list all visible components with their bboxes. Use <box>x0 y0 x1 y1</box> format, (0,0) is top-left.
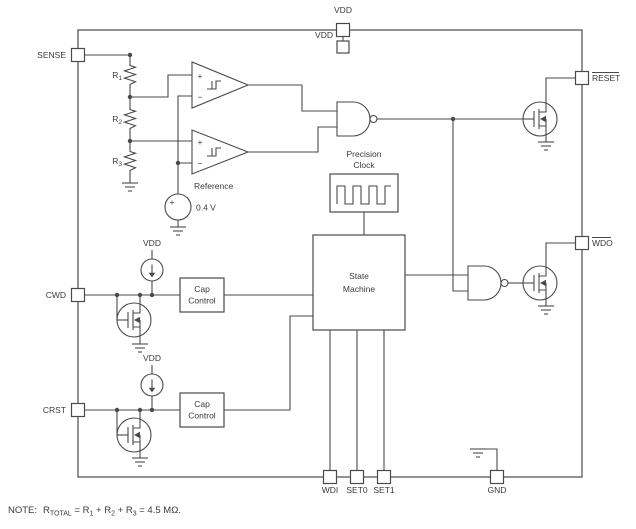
inverter-bubble <box>369 114 378 124</box>
comp2-minus-label: − <box>198 159 203 169</box>
comp1-output-wire <box>248 84 337 112</box>
cwd-pin <box>70 287 86 303</box>
comp2-output-wire <box>248 126 337 153</box>
wdi-pin-label: WDI <box>322 485 339 495</box>
cap-control-label-2: Control <box>188 296 216 306</box>
reference-label: Reference <box>194 181 233 191</box>
pins <box>70 22 590 485</box>
vdd-pin <box>335 22 351 38</box>
set1-pin-label: SET1 <box>373 485 395 495</box>
reset-branch-wire <box>452 119 468 292</box>
vdd-label: VDD <box>143 238 161 248</box>
cap-control-block-crst: Cap Control <box>179 392 225 428</box>
state-machine-label-2: Machine <box>343 284 375 294</box>
sense-pin <box>70 47 86 63</box>
crst-current-source: VDD <box>140 353 164 397</box>
precision-clock-block: Precision Clock <box>329 149 399 213</box>
cwd-current-source: VDD <box>140 238 164 282</box>
comp2-plus-label: + <box>198 137 203 147</box>
precision-clock-label-2: Clock <box>353 160 375 170</box>
junction-dots <box>114 52 456 413</box>
reset-pin-label: RESET <box>592 73 620 83</box>
inverter-bubble <box>500 278 509 288</box>
note: NOTE:RTOTAL = R1 + R2 + R3 = 4.5 MΩ. <box>8 505 181 518</box>
comparator-1: + − <box>191 61 250 109</box>
wdo-pin-label: WDO <box>592 238 613 248</box>
state-machine-block: State Machine <box>312 234 406 331</box>
wires <box>84 36 576 471</box>
set0-pin-label: SET0 <box>346 485 368 495</box>
crst-discharge-transistor <box>116 417 152 453</box>
sense-pin-label: SENSE <box>37 50 66 60</box>
comparator-2: + − <box>191 129 250 175</box>
cap-control-label-1: Cap <box>194 284 210 294</box>
r3-label: R3 <box>112 156 122 168</box>
cap-control-label-2: Control <box>188 411 216 421</box>
reset-pin <box>574 70 590 86</box>
voltage-reference: + Reference 0.4 V <box>164 181 233 236</box>
set1-pin <box>376 469 392 485</box>
gnd-pin-label: GND <box>488 485 507 495</box>
current-source-icon <box>140 258 164 282</box>
precision-clock-label-1: Precision <box>347 149 382 159</box>
current-source-icon <box>140 373 164 397</box>
reference-source-icon <box>164 193 192 221</box>
nand-gate-2 <box>467 265 509 301</box>
comp1-plus-label: + <box>198 71 203 81</box>
reference-value: 0.4 V <box>196 203 216 213</box>
state-machine-label-1: State <box>349 271 369 281</box>
crst-pin <box>70 402 86 418</box>
cap-control-label-1: Cap <box>194 399 210 409</box>
vdd-label: VDD <box>143 353 161 363</box>
cwd-discharge-transistor <box>116 302 152 338</box>
wdo-output-transistor <box>522 265 558 301</box>
vdd-internal-node <box>336 40 350 54</box>
vdd-internal-label: VDD <box>315 30 333 40</box>
crst-pin-label: CRST <box>43 405 66 415</box>
tap1-wire <box>130 74 192 98</box>
r1-label: R1 <box>112 70 122 82</box>
resistor-divider: R1 R2 R3 <box>112 62 139 192</box>
clock-waveform-icon <box>336 185 391 205</box>
cwd-pin-label: CWD <box>46 290 66 300</box>
gnd-pin <box>489 469 505 485</box>
comp1-minus-label: − <box>198 92 203 102</box>
reset-output-transistor <box>522 101 558 137</box>
pin-labels: VDD VDD SENSE CWD CRST RESET WDO WDI SET… <box>37 5 620 495</box>
r2-label: R2 <box>112 114 122 126</box>
cap-control-block-cwd: Cap Control <box>179 277 225 313</box>
set0-pin <box>349 469 365 485</box>
vdd-pin-label: VDD <box>334 5 352 15</box>
nand-gate-1 <box>336 101 378 137</box>
reference-plus-label: + <box>170 197 175 207</box>
wdi-pin <box>322 469 338 485</box>
wdo-drain-wire <box>545 242 576 266</box>
reset-drain-wire <box>545 77 576 102</box>
wdo-pin <box>574 235 590 251</box>
capcontrol2-output-wire <box>224 315 313 411</box>
